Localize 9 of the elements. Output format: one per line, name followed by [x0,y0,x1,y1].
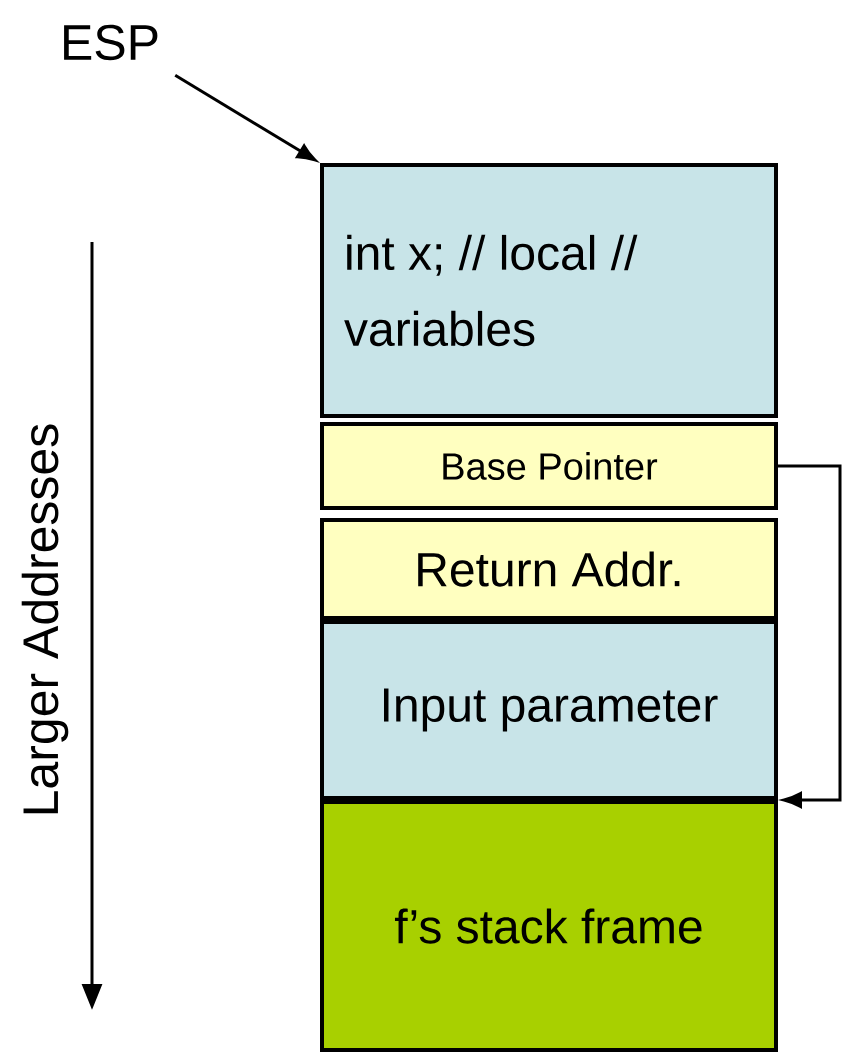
axis-label: Larger Addresses [21,424,69,814]
stack-slot: Return Addr. [320,518,778,620]
stack-slot: Base Pointer [320,422,778,510]
stack-slot: f’s stack frame [320,800,778,1052]
register-label: ESP [64,24,158,61]
stack-slot: Input parameter [320,620,778,800]
stack-slot: int x; // local // variables [320,163,778,418]
arrow [174,73,317,162]
arrow [778,464,842,808]
